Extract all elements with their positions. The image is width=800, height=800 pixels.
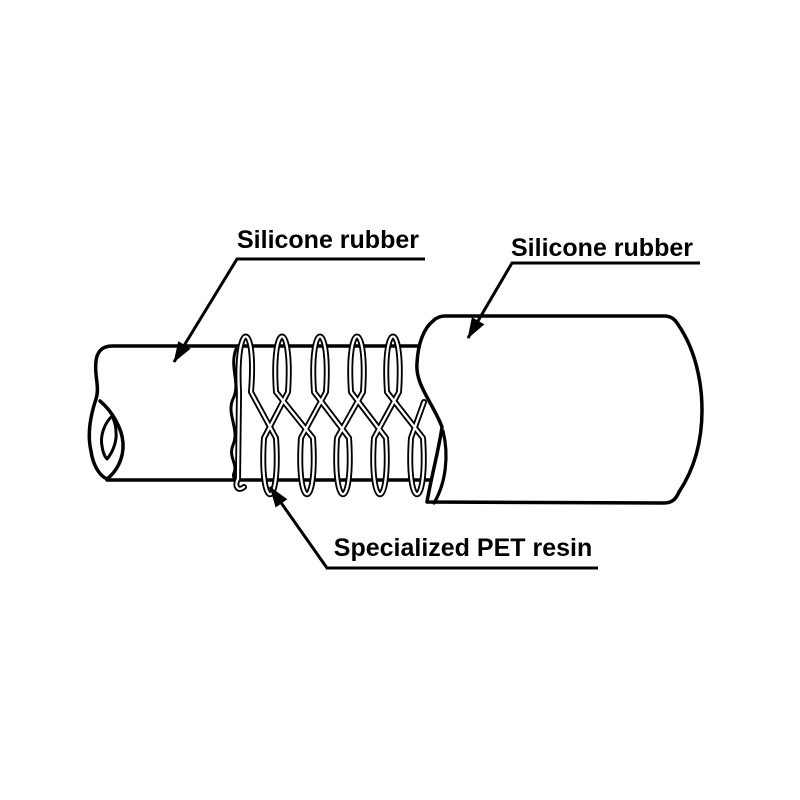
pet-resin-coil (233, 333, 427, 498)
label-pet-resin: Specialized PET resin (334, 534, 592, 562)
coil-wire-core (235, 335, 426, 496)
label-inner-silicone: Silicone rubber (237, 226, 419, 254)
inner-tube-top-and-left-edge (87, 344, 427, 481)
outer-tube-cut-face (432, 429, 448, 505)
leader-pet-resin (268, 486, 598, 570)
outer-silicone-tube (415, 314, 704, 505)
labels: Silicone rubber Silicone rubber Speciali… (237, 226, 693, 562)
inner-tube-bore (100, 414, 118, 461)
inner-tube-end-opening (98, 399, 125, 481)
outer-tube-body (415, 314, 704, 505)
leader-outer-silicone (466, 261, 700, 339)
leader-inner-silicone (172, 257, 425, 363)
label-outer-silicone: Silicone rubber (511, 234, 693, 262)
leader-lines (172, 257, 700, 570)
